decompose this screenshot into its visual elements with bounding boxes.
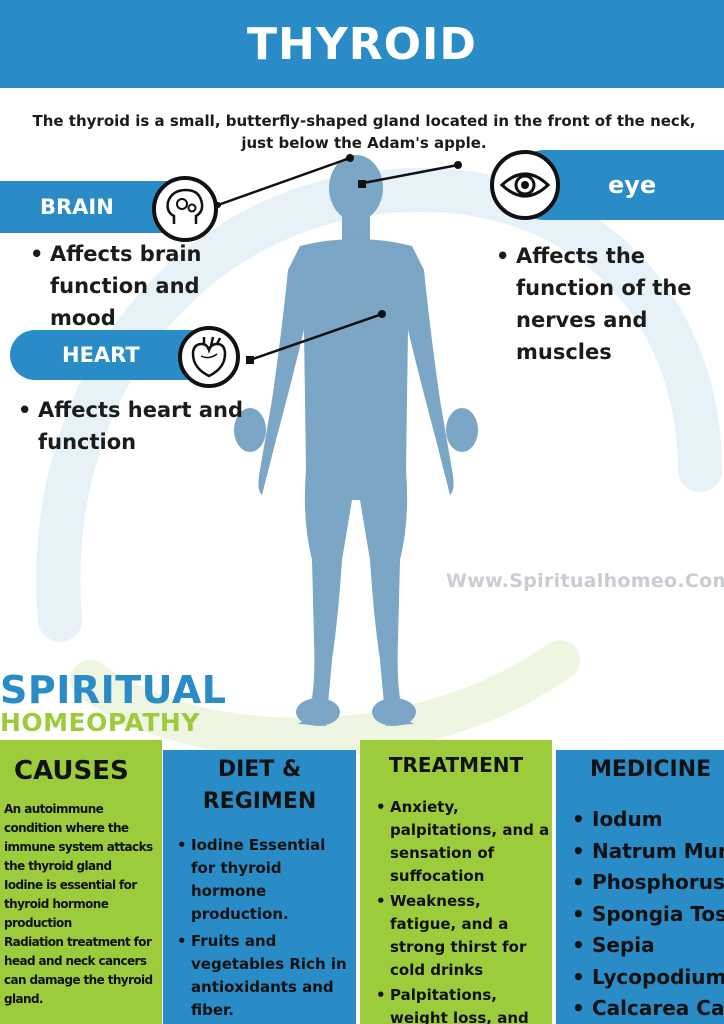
logo-homeopathy: HOMEOPATHY <box>0 708 200 737</box>
list-item: Anxiety, palpitations, and a sensation o… <box>376 796 550 888</box>
list-item: Spongia Tosta <box>572 899 724 931</box>
medicine-title: MEDICINE <box>590 757 712 782</box>
treatment-title: TREATMENT <box>388 753 524 777</box>
treatment-list: Anxiety, palpitations, and a sensation o… <box>360 778 552 1024</box>
list-item: Iodine Essential for thyroid hormone pro… <box>177 834 350 926</box>
treatment-column: TREATMENT Anxiety, palpitations, and a s… <box>360 740 552 1024</box>
eye-icon <box>490 150 560 220</box>
title-banner: THYROID <box>0 0 724 88</box>
list-item: Affects the function of the nerves and m… <box>496 240 711 368</box>
list-item: Phosphorus <box>572 867 724 899</box>
diet-regimen-column: DIET & REGIMEN Iodine Essential for thyr… <box>163 750 356 1024</box>
causes-paragraph: Radiation treatment for head and neck ca… <box>4 935 153 1006</box>
diet-title: DIET & REGIMEN <box>163 750 356 818</box>
causes-title: CAUSES <box>14 756 129 786</box>
website-watermark: Www.Spiritualhomeo.Com <box>446 570 724 592</box>
list-item: Natrum Mur <box>572 836 724 868</box>
heart-bullet-list: Affects heart and function <box>18 394 248 458</box>
list-item: Lycopodium <box>572 962 724 994</box>
eye-bullet-list: Affects the function of the nerves and m… <box>496 240 711 368</box>
heart-label: HEART <box>62 343 140 367</box>
causes-paragraph: Iodine is essential for thyroid hormone … <box>4 878 137 930</box>
brain-label: BRAIN <box>40 195 114 219</box>
anatomical-heart-icon <box>178 326 240 388</box>
medicine-column: MEDICINE Iodum Natrum Mur Phosphorus Spo… <box>556 750 724 1024</box>
brain-bullet-list: Affects brain function and mood <box>30 238 220 334</box>
page-title: THYROID <box>247 18 477 70</box>
diet-title-line1: DIET & <box>217 757 302 782</box>
intro-text: The thyroid is a small, butterfly-shaped… <box>32 112 696 152</box>
causes-paragraph: An autoimmune condition where the immune… <box>4 802 153 873</box>
list-item: Affects brain function and mood <box>30 238 220 334</box>
list-item: Palpitations, weight loss, and aversion … <box>376 984 550 1024</box>
list-item: Calcarea Carb <box>572 993 724 1024</box>
logo-spiritual: SPIRITUAL <box>0 668 227 712</box>
diet-list: Iodine Essential for thyroid hormone pro… <box>163 818 356 1022</box>
diet-title-line2: REGIMEN <box>202 789 317 814</box>
list-item: Iodum <box>572 804 724 836</box>
list-item: Sepia <box>572 930 724 962</box>
list-item: Weakness, fatigue, and a strong thirst f… <box>376 890 550 982</box>
causes-column: CAUSES An autoimmune condition where the… <box>0 740 162 1024</box>
list-item: Fruits and vegetables Rich in antioxidan… <box>177 930 350 1022</box>
medicine-list: Iodum Natrum Mur Phosphorus Spongia Tost… <box>556 784 724 1024</box>
eye-label: eye <box>608 171 657 199</box>
list-item: Affects heart and function <box>18 394 248 458</box>
brain-gears-icon <box>152 176 218 242</box>
causes-text: An autoimmune condition where the immune… <box>0 786 162 1009</box>
